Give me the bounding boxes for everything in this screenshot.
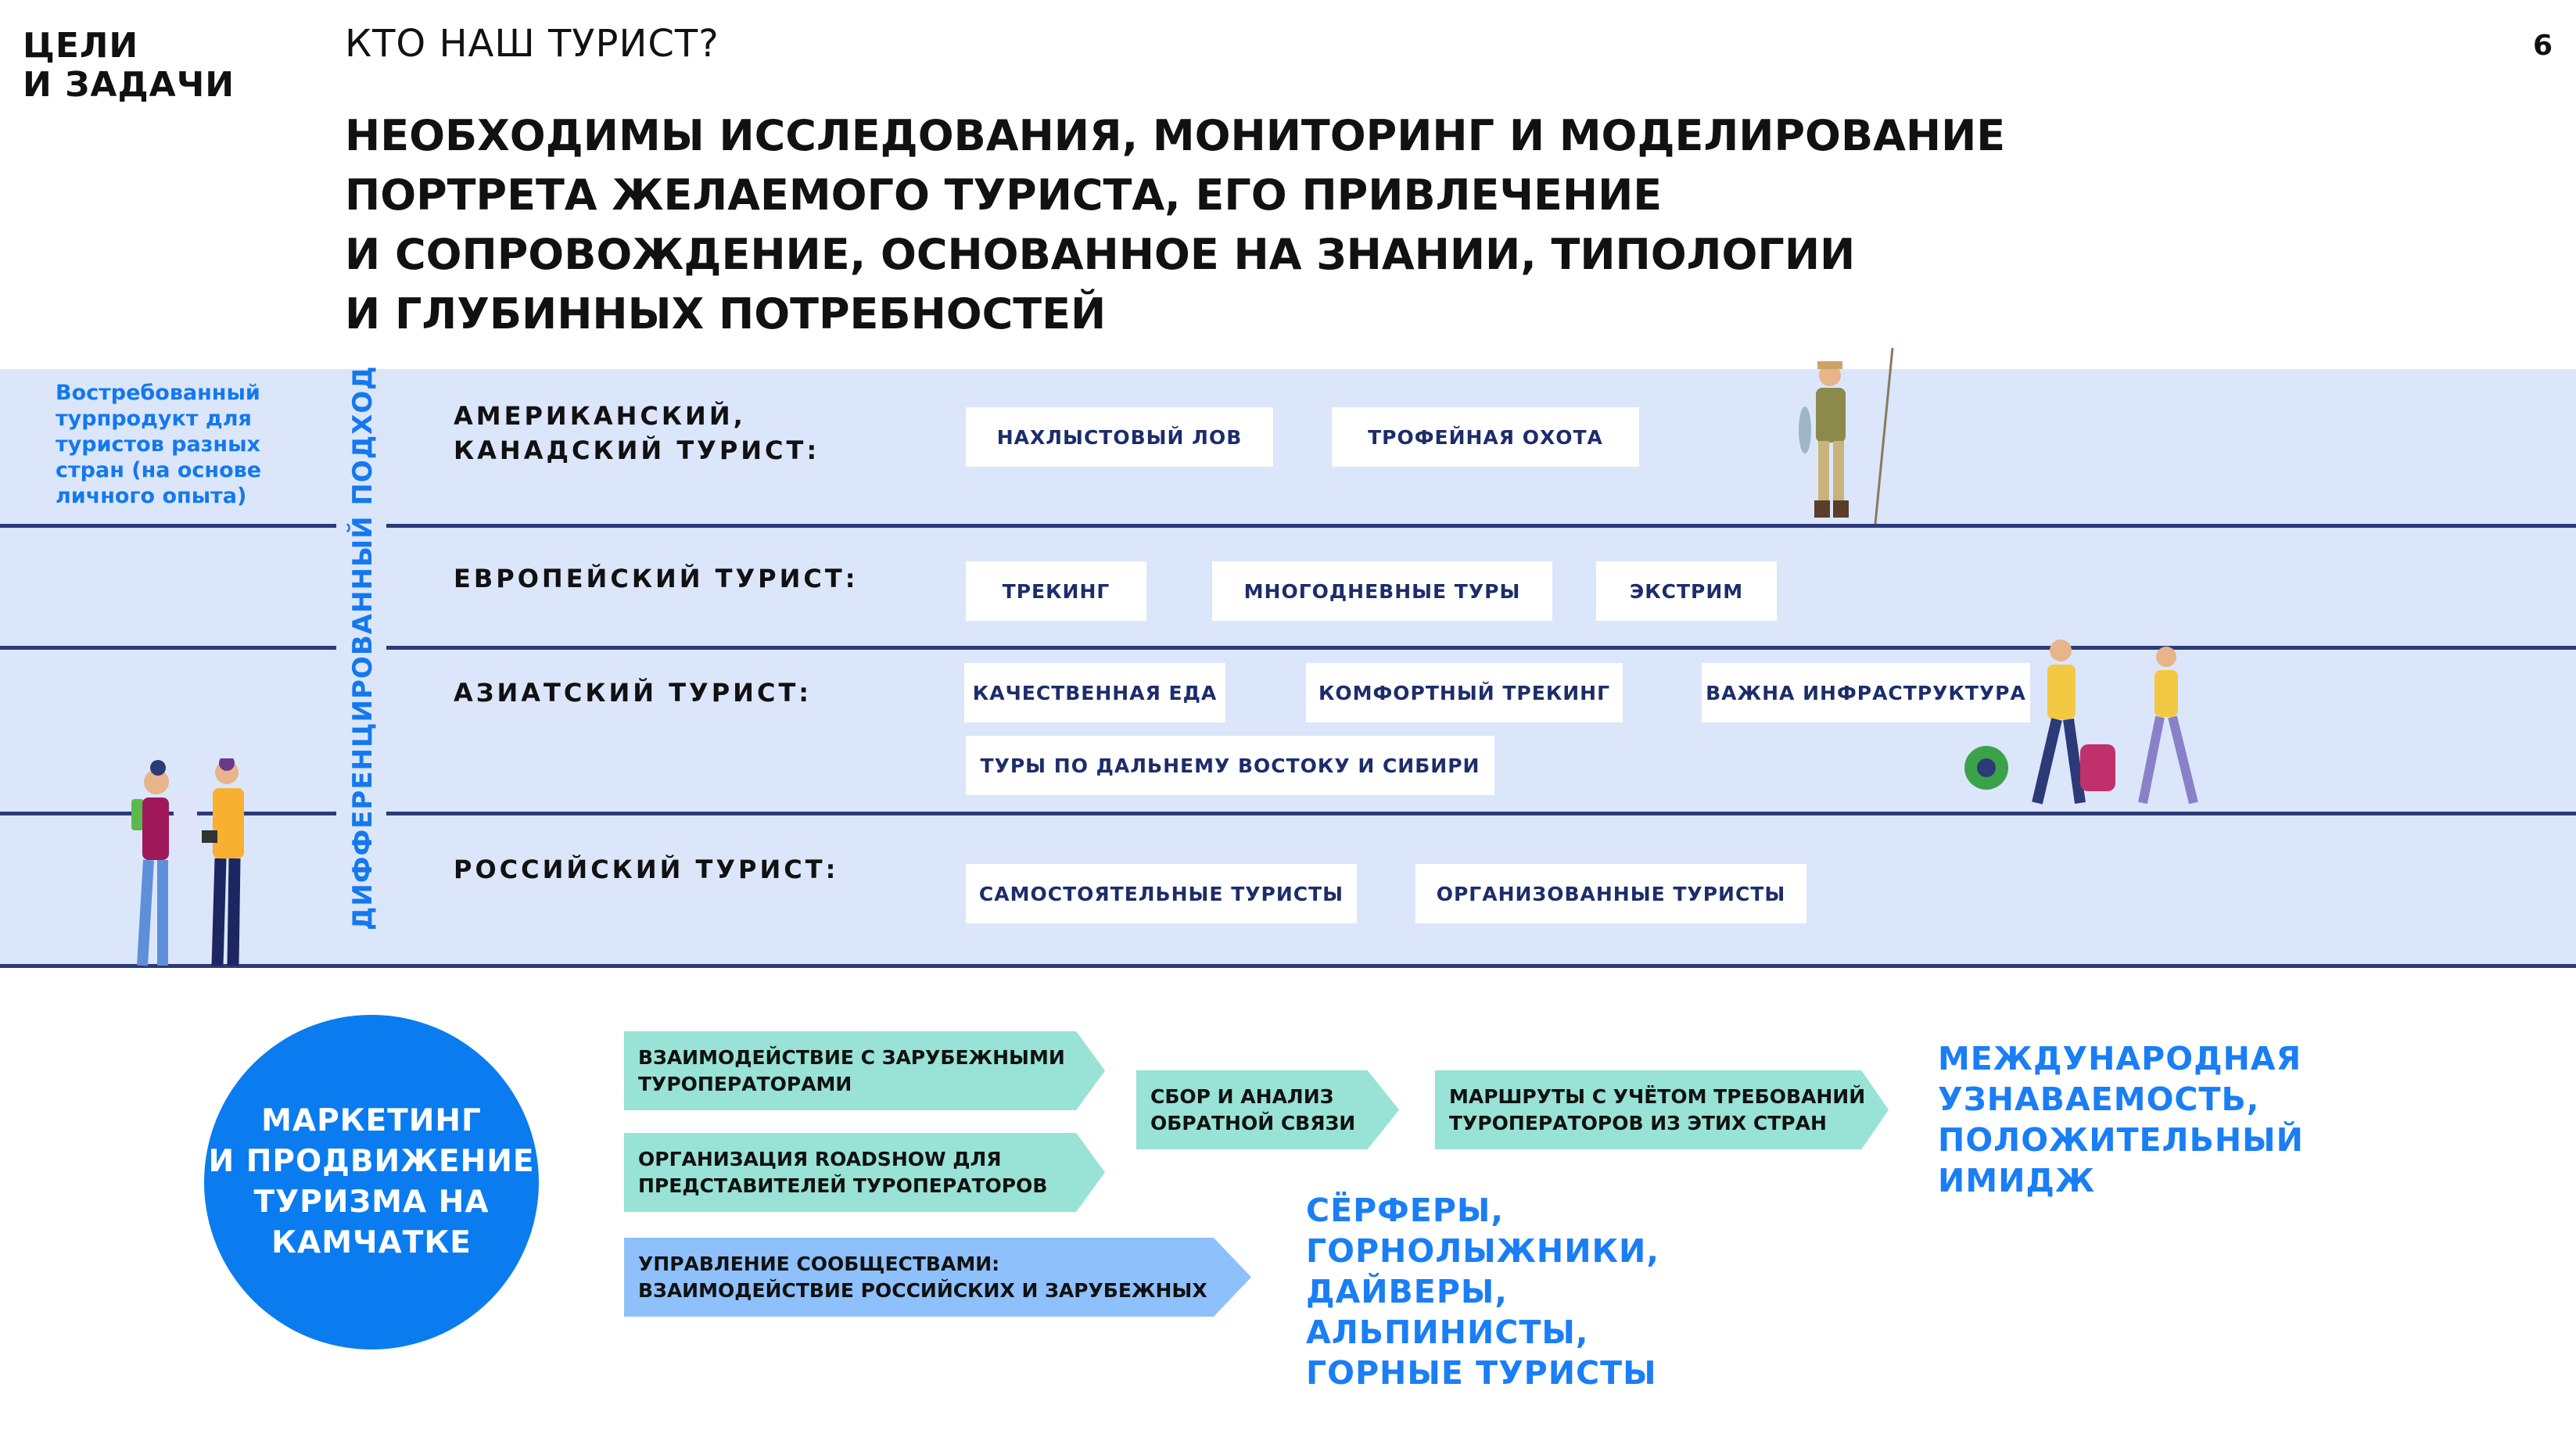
divider	[0, 524, 336, 528]
section-title-line: ЦЕЛИ	[23, 26, 139, 66]
divider	[386, 646, 2576, 650]
tourist-label-european: ЕВРОПЕЙСКИЙ ТУРИСТ:	[454, 564, 859, 593]
divider	[386, 524, 2576, 528]
tag: НАХЛЫСТОВЫЙ ЛОВ	[966, 407, 1273, 467]
circle-line: КАМЧАТКЕ	[271, 1225, 472, 1260]
tourist-label-american: АМЕРИКАНСКИЙ, КАНАДСКИЙ ТУРИСТ:	[454, 399, 820, 468]
label-line: КАНАДСКИЙ ТУРИСТ:	[454, 435, 820, 465]
page-number: 6	[2532, 30, 2553, 62]
tourist-label-asian: АЗИАТСКИЙ ТУРИСТ:	[454, 678, 813, 708]
headline-line: НЕОБХОДИМЫ ИССЛЕДОВАНИЯ, МОНИТОРИНГ И МО…	[345, 111, 2006, 160]
divider	[0, 646, 336, 650]
tag: КАЧЕСТВЕННАЯ ЕДА	[964, 663, 1225, 722]
tag: ТРОФЕЙНАЯ ОХОТА	[1332, 407, 1639, 467]
couple-map-illustration	[131, 758, 244, 966]
tag: ВАЖНА ИНФРАСТРУКТУРА	[1702, 663, 2030, 722]
travelers-illustration	[1964, 640, 2198, 805]
label-line: АМЕРИКАНСКИЙ,	[454, 401, 746, 431]
headline-line: ПОРТРЕТА ЖЕЛАЕМОГО ТУРИСТА, ЕГО ПРИВЛЕЧЕ…	[345, 170, 1663, 220]
fisherman-illustration	[1799, 347, 1894, 525]
left-note: Востребованный турпродукт для туристов р…	[56, 381, 262, 508]
tag: КОМФОРТНЫЙ ТРЕКИНГ	[1306, 663, 1623, 722]
arrow-community-management: УПРАВЛЕНИЕ СООБЩЕСТВАМИ:ВЗАИМОДЕЙСТВИЕ Р…	[624, 1238, 1251, 1317]
circle-line: МАРКЕТИНГ	[261, 1103, 482, 1138]
headline: НЕОБХОДИМЫ ИССЛЕДОВАНИЯ, МОНИТОРИНГ И МО…	[345, 106, 2065, 344]
circle-line: И ПРОДВИЖЕНИЕ	[208, 1144, 535, 1179]
vertical-label: ДИФФЕРЕНЦИРОВАННЫЙ ПОДХОД	[347, 365, 379, 930]
section-title: ЦЕЛИ И ЗАДАЧИ	[23, 27, 235, 105]
divider	[386, 812, 2576, 815]
tag: ОРГАНИЗОВАННЫЕ ТУРИСТЫ	[1415, 864, 1806, 923]
headline-line: И СОПРОВОЖДЕНИЕ, ОСНОВАННОЕ НА ЗНАНИИ, Т…	[345, 230, 1856, 279]
tag: ЭКСТРИМ	[1596, 561, 1777, 621]
tag: ТРЕКИНГ	[966, 561, 1146, 621]
slide-kicker: КТО НАШ ТУРИСТ?	[345, 22, 719, 66]
tag: МНОГОДНЕВНЫЕ ТУРЫ	[1212, 561, 1552, 621]
headline-line: И ГЛУБИННЫХ ПОТРЕБНОСТЕЙ	[345, 289, 1107, 339]
section-title-line: И ЗАДАЧИ	[23, 65, 235, 105]
segments-text: СЁРФЕРЫ,ГОРНОЛЫЖНИКИ,ДАЙВЕРЫ,АЛЬПИНИСТЫ,…	[1306, 1192, 1659, 1392]
divider	[0, 964, 2576, 968]
marketing-circle: МАРКЕТИНГ И ПРОДВИЖЕНИЕ ТУРИЗМА НА КАМЧА…	[204, 1015, 539, 1349]
tag: ТУРЫ ПО ДАЛЬНЕМУ ВОСТОКУ И СИБИРИ	[966, 736, 1494, 795]
tourist-label-russian: РОССИЙСКИЙ ТУРИСТ:	[454, 855, 839, 884]
circle-line: ТУРИЗМА НА	[253, 1185, 490, 1220]
tag: САМОСТОЯТЕЛЬНЫЕ ТУРИСТЫ	[966, 864, 1357, 923]
